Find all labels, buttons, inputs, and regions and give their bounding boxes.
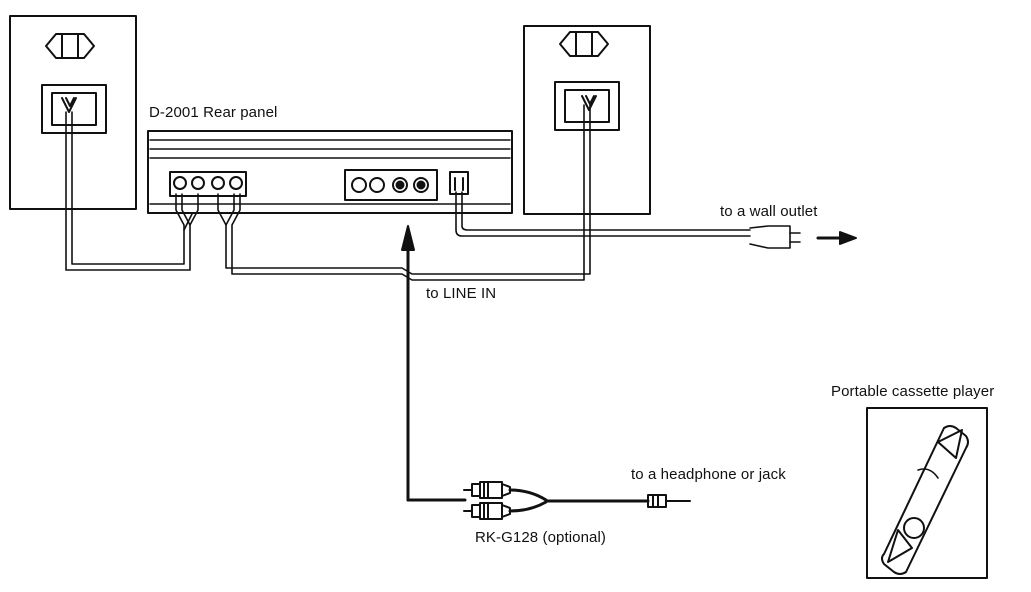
left-speaker-terminal: [41, 84, 107, 134]
left-speaker-cable: [65, 111, 199, 271]
right-speaker-logo-icon: [559, 31, 609, 57]
line-in-cable: [401, 225, 467, 502]
cassette-player-label: Portable cassette player: [831, 383, 995, 400]
rca-plug-lower: [463, 502, 511, 520]
power-cord: [455, 191, 801, 249]
line-input-jacks: [344, 169, 438, 201]
ac-inlet: [449, 171, 469, 195]
wall-outlet-label: to a wall outlet: [720, 203, 818, 220]
speaker-output-terminals: [169, 171, 247, 197]
portable-cassette-player: [866, 407, 988, 579]
line-in-label: to LINE IN: [426, 285, 497, 302]
rk-g128-cable: [463, 481, 691, 520]
right-speaker-terminal: [554, 81, 620, 131]
left-speaker: [9, 15, 137, 210]
rca-plug-upper: [463, 481, 511, 499]
d2001-unit: [147, 130, 513, 214]
wall-outlet-arrow-icon: [816, 231, 857, 245]
cassette-up-triangle-icon: [937, 429, 963, 459]
headphone-jack-label: to a headphone or jack: [631, 466, 786, 483]
mini-plug: [647, 494, 691, 508]
right-speaker-cable: [217, 104, 591, 281]
rear-panel-label: D-2001 Rear panel: [149, 104, 278, 121]
cable-model-label: RK-G128 (optional): [475, 529, 607, 546]
right-speaker: [523, 25, 651, 215]
cassette-down-triangle-icon: [887, 529, 913, 563]
left-speaker-logo-icon: [45, 33, 95, 59]
